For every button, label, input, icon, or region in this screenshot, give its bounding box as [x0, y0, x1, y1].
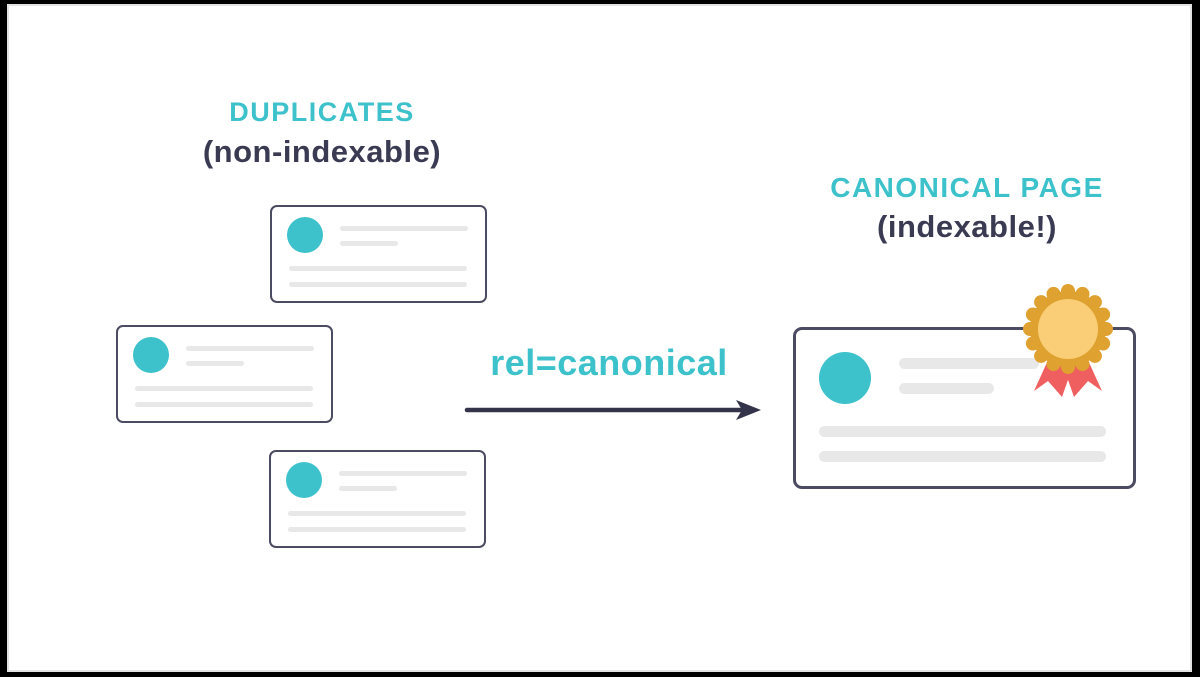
text-line-placeholder: [186, 346, 314, 351]
duplicates-heading: DUPLICATES (non-indexable): [112, 96, 532, 172]
text-line-placeholder: [288, 511, 466, 516]
canonical-heading: CANONICAL PAGE (indexable!): [757, 170, 1177, 247]
award-ribbon-icon: [1023, 284, 1113, 397]
text-line-placeholder: [819, 451, 1106, 462]
text-line-placeholder: [289, 266, 467, 271]
avatar-dot-icon: [819, 352, 871, 404]
text-line-placeholder: [339, 486, 397, 491]
duplicate-card-3: [269, 450, 486, 548]
avatar-dot-icon: [287, 217, 323, 253]
duplicate-card-1: [270, 205, 487, 303]
diagram-canvas: DUPLICATES (non-indexable) rel=canonic: [7, 4, 1192, 672]
duplicates-title: DUPLICATES: [229, 97, 415, 127]
rel-canonical-label: rel=canonical: [490, 342, 728, 383]
text-line-placeholder: [135, 386, 313, 391]
duplicates-subtitle: (non-indexable): [202, 133, 442, 169]
text-line-placeholder: [135, 402, 313, 407]
text-line-placeholder: [289, 282, 467, 287]
text-line-placeholder: [288, 527, 466, 532]
flow-arrow-icon: [464, 400, 761, 420]
text-line-placeholder: [339, 471, 467, 476]
text-line-placeholder: [899, 383, 994, 394]
avatar-dot-icon: [286, 462, 322, 498]
canonical-title: CANONICAL PAGE: [830, 172, 1104, 203]
text-line-placeholder: [819, 426, 1106, 437]
text-line-placeholder: [899, 358, 1039, 369]
text-line-placeholder: [340, 241, 398, 246]
text-line-placeholder: [340, 226, 468, 231]
canonical-subtitle: (indexable!): [877, 209, 1057, 244]
duplicate-card-2: [116, 325, 333, 423]
avatar-dot-icon: [133, 337, 169, 373]
text-line-placeholder: [186, 361, 244, 366]
